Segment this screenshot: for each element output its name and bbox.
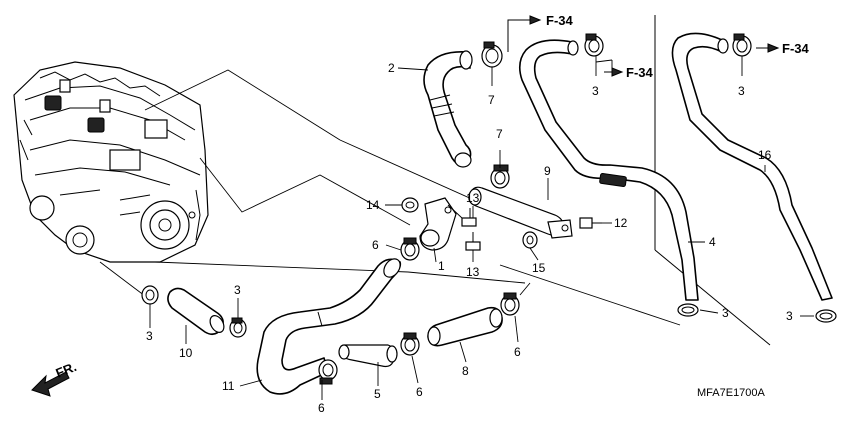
engine-illustration <box>13 61 209 263</box>
clamp-6-center <box>400 332 420 356</box>
hose-8 <box>427 306 503 347</box>
callout-2: 2 <box>388 61 395 75</box>
callout-8: 8 <box>462 364 469 378</box>
callout-3-left: 3 <box>146 329 153 343</box>
clamp-3-left <box>141 285 159 305</box>
callout-leaders <box>149 56 814 400</box>
joint-1 <box>419 197 457 251</box>
callout-4: 4 <box>709 235 716 249</box>
clamp-6-lower-left <box>318 359 338 385</box>
clamp-6-upper <box>400 237 420 261</box>
callout-6-upper: 6 <box>372 238 379 252</box>
pipe-5 <box>338 344 398 368</box>
clamp-3-bottom-b <box>815 309 837 323</box>
front-label: FR. <box>54 359 79 381</box>
ref-arrow-top <box>507 15 542 52</box>
hose-16 <box>671 32 833 301</box>
callout-16: 16 <box>758 148 772 162</box>
hose-11 <box>256 258 402 395</box>
diagram-code: MFA7E1700A <box>697 387 766 399</box>
ref-f34-mid: F-34 <box>626 65 654 80</box>
callout-14: 14 <box>366 198 380 212</box>
ref-f34-right: F-34 <box>782 41 810 56</box>
clamp-3-top-a <box>584 33 604 57</box>
hose-4 <box>518 39 699 301</box>
callout-3-top-b: 3 <box>738 84 745 98</box>
bolt-12 <box>579 217 602 229</box>
callout-3-bottom-a: 3 <box>722 306 729 320</box>
callout-7-upper: 7 <box>488 93 495 107</box>
bolt-13-lower <box>465 232 481 251</box>
callout-3-top-a: 3 <box>592 84 599 98</box>
callout-3-bottom-b: 3 <box>786 309 793 323</box>
clamp-3-mid <box>229 317 247 338</box>
callout-15: 15 <box>532 261 546 275</box>
callout-1: 1 <box>438 259 445 273</box>
hose-2 <box>423 50 473 168</box>
ref-f34-top: F-34 <box>546 13 574 28</box>
bolt-13-upper <box>461 208 477 227</box>
clamp-7-upper <box>481 41 503 68</box>
callout-13-lower: 13 <box>466 265 480 279</box>
callout-6-center: 6 <box>416 385 423 399</box>
o-ring-14 <box>401 197 419 213</box>
separator-line-lower <box>654 249 771 346</box>
callout-10: 10 <box>179 346 193 360</box>
ref-arrow-mid <box>604 67 624 77</box>
callout-11: 11 <box>222 379 235 393</box>
clamp-3-top-b <box>732 33 752 57</box>
ref-arrow-right <box>756 43 780 53</box>
hose-10 <box>167 287 225 336</box>
pipe-9 <box>468 186 573 239</box>
clamp-3-bottom-a <box>677 303 699 317</box>
callout-9: 9 <box>544 164 551 178</box>
clamp-6-right <box>500 292 520 316</box>
callout-6-lower-left: 6 <box>318 401 325 415</box>
o-ring-15 <box>522 231 538 249</box>
callout-6-right: 6 <box>514 345 521 359</box>
clamp-7-middle <box>490 164 510 189</box>
front-arrow-icon <box>31 371 70 397</box>
callout-13-upper: 13 <box>466 191 480 205</box>
callout-12: 12 <box>614 216 628 230</box>
callout-3-mid: 3 <box>234 283 241 297</box>
callout-5: 5 <box>374 387 381 401</box>
callout-7-middle: 7 <box>496 127 503 141</box>
